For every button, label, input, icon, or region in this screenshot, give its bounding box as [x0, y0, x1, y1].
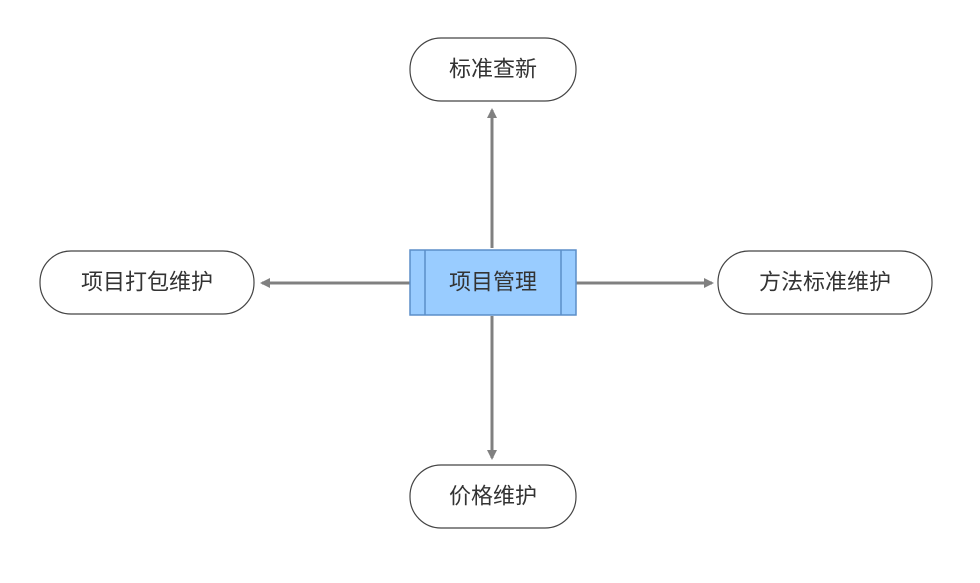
top-node-label: 标准查新 [449, 58, 537, 83]
right-node-box [717, 250, 933, 315]
center-node-label: 项目管理 [449, 271, 537, 296]
right-node-label: 方法标准维护 [759, 271, 891, 296]
top-node-box [409, 37, 577, 102]
left-node-label: 项目打包维护 [81, 271, 213, 296]
left-node-box [39, 250, 255, 315]
connectors [260, 108, 714, 460]
top-node[interactable]: 标准查新 [409, 37, 577, 102]
center-node[interactable]: 项目管理 [409, 249, 577, 316]
bottom-node-box [409, 464, 577, 529]
left-node[interactable]: 项目打包维护 [39, 250, 255, 315]
right-node[interactable]: 方法标准维护 [717, 250, 933, 315]
bottom-node[interactable]: 价格维护 [409, 464, 577, 529]
bottom-node-label: 价格维护 [449, 485, 537, 510]
center-node-box [409, 249, 577, 316]
